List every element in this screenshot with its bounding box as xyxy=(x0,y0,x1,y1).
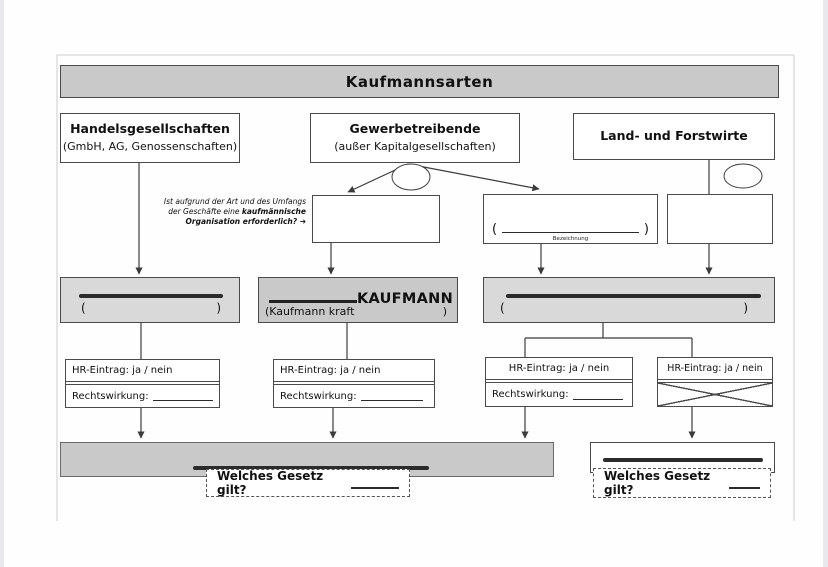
write-in-line xyxy=(152,391,213,401)
kaufmann-box-left: ( ) xyxy=(60,277,240,323)
category-subtitle: (GmbH, AG, Genossenschaften) xyxy=(62,140,238,154)
hr-entry-label: HR-Eintrag: ja / nein xyxy=(486,358,632,380)
question-note-line3: Organisation erforderlich? ➔ xyxy=(185,217,306,226)
write-in-line-thick xyxy=(79,294,223,298)
blank-answer-box-bezeichnung: ( ) Bezeichnung xyxy=(483,194,658,244)
open-paren: ( xyxy=(500,301,505,315)
bezeichnung-fill-row: ( ) xyxy=(492,222,649,237)
open-paren: ( xyxy=(81,301,86,315)
write-in-line xyxy=(729,478,760,489)
arrow-right-icon: ➔ xyxy=(299,217,306,226)
hr-entry-box-2: HR-Eintrag: ja / nein Rechtswirkung: xyxy=(273,359,435,408)
law-question-box-left: Welches Gesetz gilt? xyxy=(206,469,410,497)
paren-row: ( ) xyxy=(81,301,221,315)
category-title: Handelsgesellschaften xyxy=(70,121,230,137)
decision-ellipse-right xyxy=(723,163,763,189)
question-note: Ist aufgrund der Art und des Umfangs der… xyxy=(140,197,306,227)
decision-ellipse-left xyxy=(391,163,431,191)
kaufmann-label: KAUFMANN xyxy=(357,291,454,307)
paren-row: ( ) xyxy=(500,301,748,315)
bezeichnung-caption: Bezeichnung xyxy=(552,236,589,242)
category-title: Gewerbetreibende xyxy=(349,121,481,137)
rechtswirkung-label: Rechtswirkung: xyxy=(72,390,149,402)
hr-entry-box-1: HR-Eintrag: ja / nein Rechtswirkung: xyxy=(65,359,220,408)
category-box-handelsgesellschaften: Handelsgesellschaften (GmbH, AG, Genosse… xyxy=(60,113,240,163)
hr-entry-label: HR-Eintrag: ja / nein xyxy=(658,358,772,380)
rechtswirkung-row: Rechtswirkung: xyxy=(274,384,434,407)
blank-answer-box-left xyxy=(312,195,440,243)
write-in-line xyxy=(360,391,423,401)
hr-entry-label: HR-Eintrag: ja / nein xyxy=(274,360,434,382)
kaufmann-title-row: KAUFMANN xyxy=(269,286,453,307)
hr-entry-box-3: HR-Eintrag: ja / nein Rechtswirkung: xyxy=(485,357,633,407)
law-question-label: Welches Gesetz gilt? xyxy=(604,469,711,497)
law-question-box-right: Welches Gesetz gilt? xyxy=(593,468,771,498)
close-paren: ) xyxy=(216,301,221,315)
question-note-line2: der Geschäfte eine kaufmännische xyxy=(168,207,306,216)
hr-entry-label: HR-Eintrag: ja / nein xyxy=(66,360,219,382)
open-paren: ( xyxy=(492,222,498,237)
write-in-line-thick xyxy=(269,286,357,303)
rechtswirkung-label: Rechtswirkung: xyxy=(280,390,357,402)
question-note-line1: Ist aufgrund der Art und des Umfangs xyxy=(163,197,306,206)
blank-answer-box-right xyxy=(667,194,773,244)
write-in-line xyxy=(502,231,639,233)
rechtswirkung-row: Rechtswirkung: xyxy=(486,382,632,406)
close-paren: ) xyxy=(743,301,748,315)
write-in-line xyxy=(572,390,623,400)
category-box-land-forstwirte: Land- und Forstwirte xyxy=(573,113,775,160)
kaufmann-box-middle: KAUFMANN (Kaufmann kraft ) xyxy=(258,277,458,323)
close-paren: ) xyxy=(442,305,447,318)
law-question-label: Welches Gesetz gilt? xyxy=(217,469,324,497)
hr-entry-box-4: HR-Eintrag: ja / nein xyxy=(657,357,773,407)
write-in-line xyxy=(351,478,399,489)
diagram-title: Kaufmannsarten xyxy=(345,72,494,91)
crossed-out-cell xyxy=(658,382,772,406)
left-edge-strip xyxy=(0,0,4,567)
rechtswirkung-row: Rechtswirkung: xyxy=(66,384,219,407)
diagram-title-bar: Kaufmannsarten xyxy=(60,65,779,98)
close-paren: ) xyxy=(643,222,649,237)
write-in-line-thick xyxy=(506,294,761,298)
kaufmann-kraft-label: (Kaufmann kraft xyxy=(265,305,355,318)
category-box-gewerbetreibende: Gewerbetreibende (außer Kapitalgesellsch… xyxy=(310,113,520,163)
category-subtitle: (außer Kapitalgesellschaften) xyxy=(334,140,496,154)
right-edge-strip xyxy=(823,0,828,567)
rechtswirkung-label: Rechtswirkung: xyxy=(492,389,569,400)
kaufmann-box-right: ( ) xyxy=(483,277,775,323)
write-in-line-thick xyxy=(603,458,763,462)
category-title: Land- und Forstwirte xyxy=(600,128,748,144)
